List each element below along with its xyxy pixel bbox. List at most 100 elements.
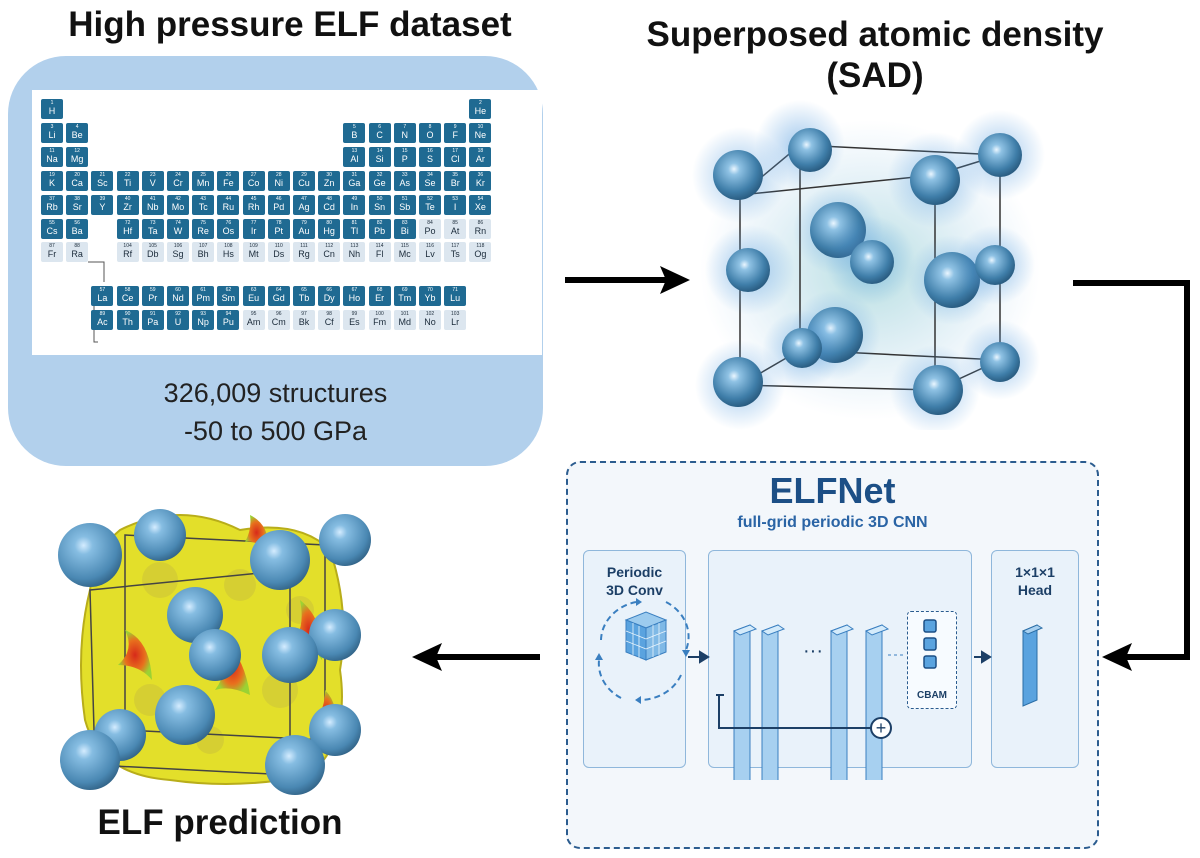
atomic-number: 45 — [250, 195, 257, 202]
atomic-number: 28 — [276, 171, 282, 178]
atomic-number: 11 — [49, 147, 55, 154]
arrow-left-icon — [412, 643, 540, 671]
element-symbol: Cn — [323, 249, 335, 260]
rotation-arrows-icon — [597, 601, 690, 701]
element-symbol: Pb — [374, 225, 386, 236]
element-symbol: Rn — [474, 225, 487, 236]
element-symbol: Mg — [70, 153, 84, 164]
atomic-number: 15 — [402, 147, 408, 154]
arrow-conv-to-stack — [688, 650, 710, 664]
atomic-number: 88 — [74, 243, 80, 250]
atomic-number: 8 — [428, 123, 432, 130]
periodic-conv-label-line1: Periodic — [606, 564, 663, 580]
element-symbol: Bk — [298, 317, 310, 328]
sad-title-line1: Superposed atomic density — [646, 15, 1104, 54]
atomic-number: 70 — [427, 287, 433, 294]
atomic-number: 99 — [351, 311, 358, 318]
atomic-number: 101 — [400, 311, 409, 318]
atomic-number: 81 — [351, 219, 358, 226]
atomic-number: 111 — [300, 243, 308, 250]
element-symbol: Re — [197, 225, 209, 236]
element-symbol: Cs — [46, 225, 58, 236]
element-symbol: Hs — [222, 249, 234, 260]
sad-structure-illustration — [692, 100, 1045, 430]
element-symbol: P — [401, 153, 408, 164]
atomic-number: 94 — [225, 311, 232, 318]
atomic-number: 49 — [351, 195, 358, 202]
elfnet-title: ELFNet — [769, 470, 896, 511]
element-symbol: Cu — [298, 177, 310, 188]
atomic-number: 96 — [276, 311, 282, 318]
pressure-range: -50 to 500 GPa — [183, 416, 368, 446]
element-symbol: Rb — [46, 201, 58, 212]
element-symbol: Ca — [71, 177, 83, 188]
atomic-number: 26 — [225, 171, 232, 178]
atomic-number: 44 — [225, 195, 232, 202]
atomic-number: 87 — [49, 243, 55, 250]
atomic-number: 107 — [199, 243, 208, 250]
element-symbol: Gd — [272, 293, 285, 304]
element-symbol: La — [97, 293, 108, 304]
element-symbol: Cd — [323, 201, 335, 212]
element-symbol: Fl — [375, 249, 384, 260]
atomic-number: 19 — [49, 171, 55, 178]
element-symbol: C — [376, 129, 383, 140]
atomic-number: 29 — [301, 171, 307, 178]
element-symbol: Rf — [123, 249, 133, 260]
arrow-stack-to-head — [974, 650, 992, 664]
atomic-number: 65 — [301, 287, 307, 294]
cbam-inner-blocks — [923, 619, 937, 669]
element-symbol: Sc — [97, 177, 108, 188]
element-symbol: Md — [398, 317, 412, 328]
arrow-right-icon — [565, 266, 690, 294]
atomic-number: 60 — [175, 287, 181, 294]
atomic-number: 83 — [402, 219, 408, 226]
element-symbol: Sr — [72, 201, 82, 212]
elf-prediction-illustration — [58, 509, 371, 795]
atomic-number: 85 — [452, 219, 458, 226]
element-symbol: Kr — [475, 177, 485, 188]
element-symbol: Mc — [398, 249, 411, 260]
element-symbol: Lr — [451, 317, 460, 328]
atomic-number: 47 — [301, 195, 307, 202]
element-symbol: Pt — [274, 225, 284, 236]
element-symbol: Ce — [121, 293, 134, 304]
atomic-number: 102 — [425, 311, 435, 318]
atomic-number: 39 — [99, 195, 106, 202]
